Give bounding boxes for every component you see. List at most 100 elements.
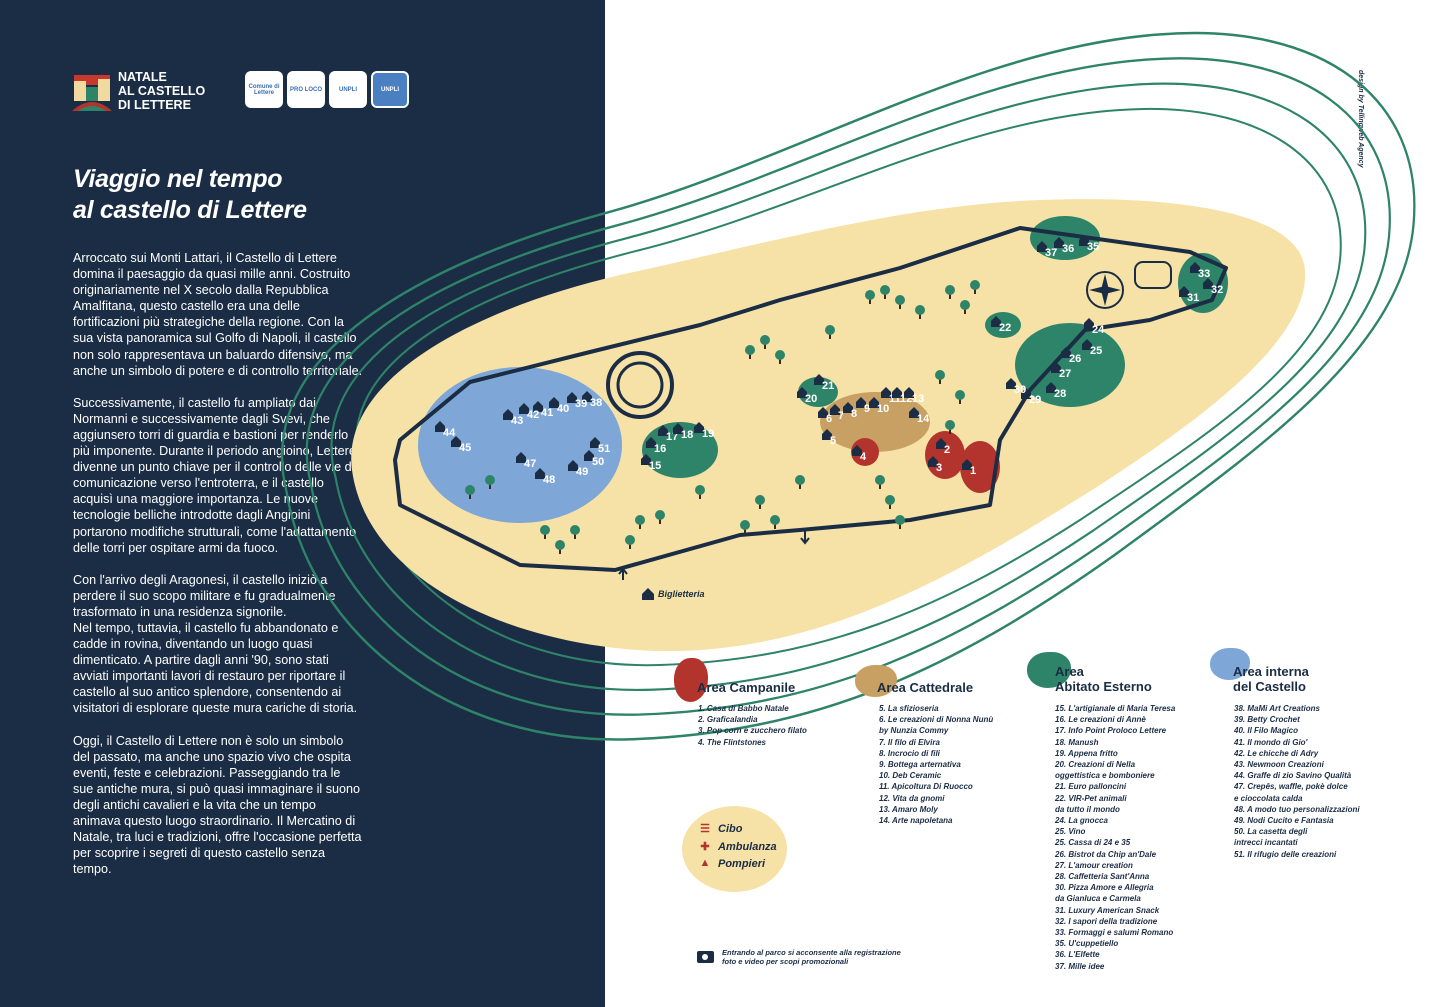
ticket-office[interactable]: Biglietteria <box>642 588 705 600</box>
stall-marker[interactable]: 6 <box>818 407 832 425</box>
legend-item: 47. Crepês, waffle, pokè dolce e cioccol… <box>1234 782 1348 803</box>
area-abitato-zone <box>1030 216 1100 260</box>
stall-marker[interactable]: 3 <box>928 456 942 474</box>
legend-item: 14. Arte napoletana <box>879 816 953 826</box>
paragraph: Arroccato sui Monti Lattari, il Castello… <box>73 251 363 378</box>
stall-number: 19 <box>702 428 714 440</box>
stall-marker[interactable]: 4 <box>852 445 867 463</box>
stall-marker[interactable]: 5 <box>822 429 836 447</box>
service-label: Ambulanza <box>718 841 777 853</box>
stall-number: 35 <box>1087 241 1099 253</box>
stall-marker[interactable]: 28 <box>1046 382 1066 400</box>
stall-number: 13 <box>912 393 924 405</box>
stall-number: 12 <box>900 393 912 405</box>
legend-item: 13. Amaro Moly <box>879 804 938 814</box>
tree-icon <box>865 290 875 304</box>
stall-marker[interactable]: 22 <box>991 316 1011 334</box>
stall-number: 14 <box>917 413 930 425</box>
stall-marker[interactable]: 11 <box>881 387 901 405</box>
stall-marker[interactable]: 25 <box>1082 339 1102 357</box>
stall-number: 30 <box>1014 384 1026 396</box>
tree-icon <box>775 350 785 364</box>
stall-marker[interactable]: 33 <box>1190 262 1210 280</box>
title-line: Viaggio nel tempo <box>73 165 283 193</box>
stall-number: 32 <box>1211 284 1223 296</box>
stall-marker[interactable]: 29 <box>1021 388 1041 406</box>
tree-icon <box>625 535 635 549</box>
legend-item: 51. Il rifugio delle creazioni <box>1234 849 1337 859</box>
partner-logo-proloco: PRO LOCO <box>287 71 325 108</box>
stall-marker[interactable]: 21 <box>814 374 834 392</box>
stall-number: 3 <box>936 462 942 474</box>
stall-house-icon <box>797 387 807 398</box>
legend-item: 22. VIR-Pet animali da tutto il mondo <box>1055 793 1127 814</box>
area-campanile-zone <box>851 438 879 466</box>
stall-marker[interactable]: 15 <box>641 454 661 472</box>
legend-item: 37. Mille idee <box>1055 961 1105 971</box>
stall-marker[interactable]: 9 <box>856 397 870 415</box>
legend-item: 27. L'amour creation <box>1055 860 1133 870</box>
stall-number: 22 <box>999 322 1011 334</box>
stall-marker[interactable]: 14 <box>909 407 930 425</box>
stall-marker[interactable]: 1 <box>962 459 976 477</box>
stall-number: 17 <box>666 431 678 443</box>
stall-marker[interactable]: 12 <box>892 387 912 405</box>
stall-number: 1 <box>970 465 976 477</box>
stall-number: 26 <box>1069 353 1081 365</box>
legend-item: 21. Euro palloncini <box>1055 782 1127 792</box>
stall-number: 5 <box>830 435 836 447</box>
legend-item: 50. La casetta degli intrecci incantati <box>1234 827 1308 848</box>
legend-item: 25. Vino <box>1055 827 1086 837</box>
tree-icon <box>760 335 770 349</box>
stall-marker[interactable]: 32 <box>1203 278 1223 296</box>
logo-line: NATALE <box>118 70 167 84</box>
stall-marker[interactable]: 18 <box>673 423 693 441</box>
tree-icon <box>895 515 905 529</box>
design-credit: design by Tellingweb Agency <box>1357 70 1364 168</box>
ticket-office-label: Biglietteria <box>658 589 705 599</box>
stall-marker[interactable]: 7 <box>830 404 844 422</box>
partner-logo-comune: Comune di Lettere <box>245 71 283 108</box>
stall-house-icon <box>909 407 919 418</box>
compass-icon <box>1086 271 1124 309</box>
stall-marker[interactable]: 31 <box>1179 286 1199 304</box>
legend-item: 6. Le creazioni di Nonna Nunù by Nunzia … <box>879 715 994 736</box>
service-label: Pompieri <box>718 858 766 870</box>
stall-marker[interactable]: 24 <box>1084 318 1105 336</box>
stall-marker[interactable]: 20 <box>797 387 817 405</box>
stall-marker[interactable]: 36 <box>1054 237 1074 255</box>
stall-house-icon <box>852 445 862 456</box>
stall-marker[interactable]: 19 <box>694 422 714 440</box>
legend-item: 36. L'Elfette <box>1055 950 1100 960</box>
stall-marker[interactable]: 10 <box>869 397 889 415</box>
stall-house-icon <box>991 316 1001 327</box>
stall-marker[interactable]: 37 <box>1037 241 1057 259</box>
stall-marker[interactable]: 16 <box>646 437 666 455</box>
stall-marker[interactable]: 2 <box>936 438 950 456</box>
stall-marker[interactable]: 13 <box>904 387 924 405</box>
service-firefighters: ▲Pompieri <box>698 857 766 871</box>
stall-marker[interactable]: 8 <box>843 402 857 420</box>
stall-marker[interactable]: 35 <box>1079 235 1099 253</box>
stall-number: 27 <box>1059 368 1071 380</box>
stall-marker[interactable]: 26 <box>1061 347 1081 365</box>
legend-item: 15. L'artigianale di Maria Teresa <box>1055 704 1176 713</box>
stall-house-icon <box>641 454 651 465</box>
legend-item: 24. La gnocca <box>1055 816 1108 826</box>
stall-marker[interactable]: 30 <box>1006 378 1026 396</box>
stall-house-icon <box>1037 241 1047 252</box>
legend-item: 32. I sapori della tradizione <box>1055 916 1158 926</box>
stall-house-icon <box>822 429 832 440</box>
legend-item: 26. Bistrot da Chip an'Dale <box>1055 849 1157 859</box>
stall-house-icon <box>694 422 704 433</box>
tree-icon <box>880 285 890 299</box>
stall-marker[interactable]: 17 <box>658 425 678 443</box>
stall-house-icon <box>1079 235 1089 246</box>
stall-marker[interactable]: 27 <box>1051 362 1071 380</box>
tree-icon <box>740 520 750 534</box>
stall-number: 10 <box>877 403 889 415</box>
stall-number: 25 <box>1090 345 1102 357</box>
logo-line: AL CASTELLO <box>118 84 206 98</box>
tree-icon <box>875 475 885 489</box>
